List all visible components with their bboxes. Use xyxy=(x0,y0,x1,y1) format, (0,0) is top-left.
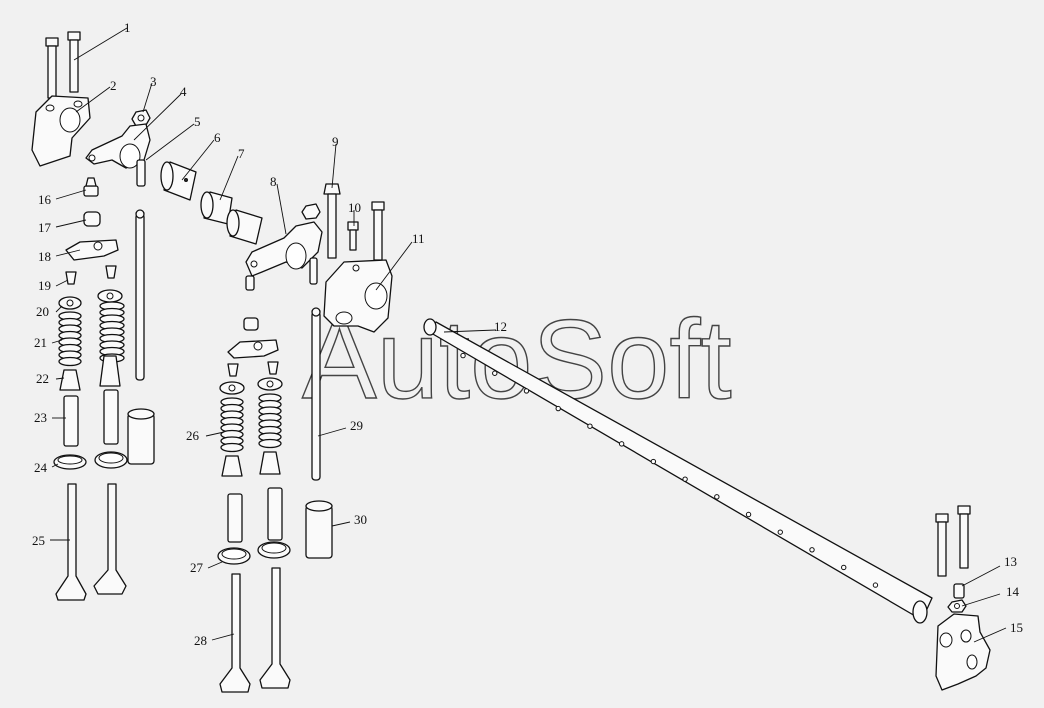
valve-25 xyxy=(55,483,127,601)
label-1: 1 xyxy=(124,20,131,35)
cap-mid xyxy=(243,317,259,331)
cap-17 xyxy=(83,211,101,227)
shaft-oil-hole xyxy=(872,582,879,588)
label-21: 21 xyxy=(34,335,47,350)
label-7: 7 xyxy=(238,146,245,161)
seal-mid xyxy=(221,451,281,477)
rocker-shaft-12 xyxy=(423,318,933,624)
label-20: 20 xyxy=(36,304,49,319)
shaft-oil-hole xyxy=(682,476,688,482)
label-2: 2 xyxy=(110,78,117,93)
label-4: 4 xyxy=(180,84,187,99)
bridge-18 xyxy=(65,239,119,261)
bolt-9 xyxy=(323,183,341,259)
push-rod-left xyxy=(135,209,145,381)
nut-3 xyxy=(131,109,151,127)
valve-28 xyxy=(219,567,291,693)
seat-insert-24 xyxy=(53,451,128,470)
shaft-oil-hole xyxy=(492,370,498,376)
seat-insert-27 xyxy=(217,541,291,565)
screw-10 xyxy=(347,221,359,251)
label-10: 10 xyxy=(348,200,361,215)
bolt-pair-1 xyxy=(45,31,81,99)
callout-labels: 1 2 3 4 5 6 7 8 9 10 11 12 13 14 15 16 1… xyxy=(32,20,1023,648)
spring-coil xyxy=(58,356,82,367)
seal-22 xyxy=(59,355,121,391)
keeper-19 xyxy=(65,265,117,285)
leader-lines xyxy=(50,27,1007,643)
keeper-mid xyxy=(227,361,279,377)
label-5: 5 xyxy=(194,114,201,129)
bracket-2 xyxy=(31,95,91,167)
sleeve-30 xyxy=(305,500,333,559)
push-rod-29 xyxy=(311,307,321,481)
ball-joint-16 xyxy=(83,177,99,197)
guide-23 xyxy=(63,389,119,447)
rocker-arm-4 xyxy=(85,123,151,169)
bolt-pair-13 xyxy=(935,505,971,577)
retainer-mid xyxy=(219,377,283,395)
rocker-arm-8 xyxy=(245,221,323,291)
label-17: 17 xyxy=(38,220,52,235)
label-9: 9 xyxy=(332,134,339,149)
shaft-oil-hole xyxy=(745,511,752,518)
spring-coil xyxy=(258,438,282,449)
spacer-7 xyxy=(200,191,263,245)
spring-coil xyxy=(220,442,244,453)
shaft-oil-hole xyxy=(555,405,561,412)
shaft-oil-hole xyxy=(841,564,847,571)
label-26: 26 xyxy=(186,428,200,443)
retainer-20 xyxy=(58,289,123,310)
bolt-long-11 xyxy=(371,201,385,261)
washer-14 xyxy=(947,599,967,613)
label-13: 13 xyxy=(1004,554,1017,569)
label-16: 16 xyxy=(38,192,52,207)
label-18: 18 xyxy=(38,249,51,264)
label-15: 15 xyxy=(1010,620,1023,635)
shaft-oil-hole xyxy=(523,388,530,394)
shaft-oil-hole xyxy=(587,423,593,429)
label-19: 19 xyxy=(38,278,51,293)
nut-8 xyxy=(301,203,321,285)
bushing-6 xyxy=(160,161,197,201)
bracket-11 xyxy=(323,259,393,333)
label-25: 25 xyxy=(32,533,45,548)
sleeve-left xyxy=(127,408,155,465)
label-22: 22 xyxy=(36,371,49,386)
shaft-oil-hole xyxy=(777,529,783,535)
label-30: 30 xyxy=(354,512,367,527)
label-23: 23 xyxy=(34,410,47,425)
guide-mid xyxy=(227,487,283,543)
shaft-oil-hole xyxy=(618,441,625,447)
label-28: 28 xyxy=(194,633,207,648)
spring-21 xyxy=(58,301,125,367)
shaft-oil-hole xyxy=(650,458,657,465)
adjusting-screw-5 xyxy=(136,159,146,187)
label-24: 24 xyxy=(34,460,48,475)
bracket-15 xyxy=(935,613,991,691)
label-3: 3 xyxy=(150,74,157,89)
shaft-oil-hole xyxy=(809,547,815,553)
label-14: 14 xyxy=(1006,584,1020,599)
label-8: 8 xyxy=(270,174,277,189)
label-12: 12 xyxy=(494,319,507,334)
label-27: 27 xyxy=(190,560,204,575)
shaft-oil-hole xyxy=(460,352,466,359)
label-11: 11 xyxy=(412,231,425,246)
label-29: 29 xyxy=(350,418,363,433)
spring-26 xyxy=(220,393,282,453)
plug-13 xyxy=(953,583,965,599)
label-6: 6 xyxy=(214,130,221,145)
shaft-oil-hole xyxy=(714,494,720,500)
bridge-mid xyxy=(227,339,279,359)
